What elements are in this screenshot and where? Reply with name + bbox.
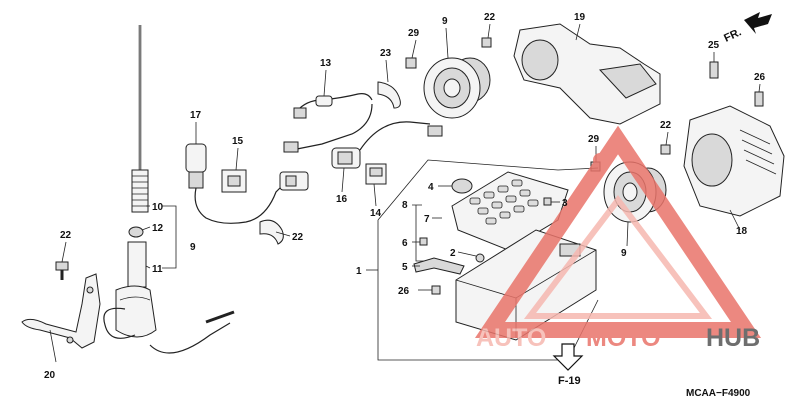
antenna-bracket	[21, 273, 101, 349]
connector-18	[185, 143, 207, 189]
speaker-left	[423, 57, 491, 119]
part-label-20: 19	[574, 12, 586, 23]
watermark-text-auto: AUTO	[476, 324, 546, 352]
part-label-25: 23	[380, 48, 392, 59]
part-label-7: 7	[424, 214, 430, 225]
part-label-16: 15	[232, 136, 244, 147]
screw-29a	[405, 57, 417, 69]
watermark-text-moto: MOTO	[586, 324, 661, 352]
speaker-enclosure-left	[513, 23, 661, 125]
leader-lines	[49, 23, 761, 363]
switch-15	[365, 163, 387, 185]
part-label-3: 3	[562, 198, 568, 209]
part-label-24: 22	[292, 232, 304, 243]
watermark-text-hub: HUB	[706, 324, 760, 352]
antenna-assembly	[115, 25, 157, 338]
antenna-cable	[103, 307, 231, 354]
part-labels: 10 12 9 11 22 20 17 15 13 16 22 23 14 29…	[44, 12, 766, 381]
part-label-29a: 29	[408, 28, 420, 39]
part-label-11: 10	[152, 202, 164, 213]
part-label-4: 4	[428, 182, 434, 193]
harness-wire-18	[194, 181, 287, 224]
part-label-13: 12	[152, 223, 164, 234]
part-label-21: 20	[44, 370, 56, 381]
bolt-27	[709, 61, 719, 79]
part-label-23: 22	[60, 230, 72, 241]
part-label-6: 6	[402, 238, 408, 249]
bolt-23	[55, 261, 69, 280]
leader-10	[162, 205, 177, 269]
front-arrow: FR.	[722, 12, 772, 45]
screw-28	[431, 285, 441, 295]
diagram-code: MCAA−F4900	[686, 388, 751, 399]
part-label-15: 14	[370, 208, 382, 219]
part-label-2: 2	[450, 248, 456, 259]
part-label-1: 1	[356, 266, 362, 277]
connector-plug	[279, 171, 309, 191]
clamp-24	[259, 219, 284, 245]
part-label-5: 5	[402, 262, 408, 273]
part-label-18: 17	[190, 110, 202, 121]
part-label-14: 13	[320, 58, 332, 69]
part-label-22b: 22	[660, 120, 672, 131]
watermark: AUTO MOTO HUB	[474, 125, 762, 352]
part-label-26: 26	[754, 72, 766, 83]
part-label-19: 18	[736, 226, 748, 237]
part-label-22a: 22	[484, 12, 496, 23]
part-label-17: 16	[336, 194, 348, 205]
bracket-5	[413, 257, 465, 275]
part-label-9b: 9	[621, 248, 627, 259]
screw-3	[543, 197, 552, 206]
clip-2	[475, 253, 485, 263]
connector-16	[221, 169, 247, 193]
part-label-9a: 9	[442, 16, 448, 27]
part-label-12: 11	[152, 264, 163, 275]
harness-14	[283, 93, 373, 153]
speaker-enclosure-right	[683, 105, 785, 217]
clamp-25	[377, 81, 401, 109]
part-label-8: 8	[402, 200, 408, 211]
knob-4	[451, 178, 473, 194]
bolt-26	[754, 91, 764, 107]
front-arrow-label: FR.	[722, 26, 743, 44]
part-label-29b: 29	[588, 134, 600, 145]
screw-6	[419, 237, 428, 246]
reference-arrow: F-19	[552, 343, 584, 387]
part-label-28: 26	[398, 286, 410, 297]
reference-label: F-19	[558, 375, 581, 387]
screw-22b	[660, 144, 671, 155]
part-label-27: 25	[708, 40, 720, 51]
part-label-10: 9	[190, 242, 196, 253]
harness-17	[331, 121, 443, 169]
screw-22a	[481, 37, 492, 48]
leader-8	[412, 204, 424, 262]
